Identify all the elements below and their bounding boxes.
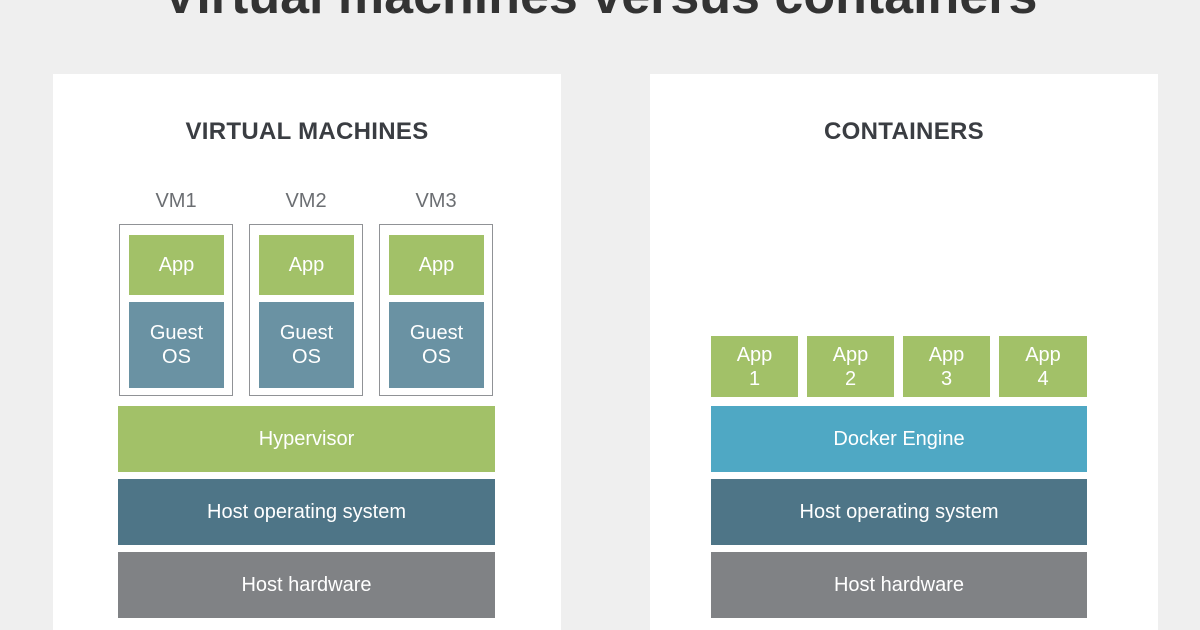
container-app-2-box: App 2: [807, 336, 894, 397]
container-host-hardware-layer: Host hardware: [711, 552, 1087, 618]
virtual-machines-heading: VIRTUAL MACHINES: [185, 118, 429, 145]
docker-engine-layer: Docker Engine: [711, 406, 1087, 472]
page-title: Virtual machines versus containers: [0, 0, 1200, 26]
vm2-app-box: App: [259, 235, 354, 295]
vm3-frame: [379, 224, 493, 396]
vm3-app-box: App: [389, 235, 484, 295]
vm1-app-box: App: [129, 235, 224, 295]
vm3-guest-os-box: Guest OS: [389, 302, 484, 388]
vm3-label: VM3: [415, 190, 457, 212]
vm1-label: VM1: [155, 190, 197, 212]
container-host-os-layer: Host operating system: [711, 479, 1087, 545]
containers-heading: CONTAINERS: [824, 118, 984, 145]
container-app-3-box: App 3: [903, 336, 990, 397]
vm2-frame: [249, 224, 363, 396]
vm2-guest-os-box: Guest OS: [259, 302, 354, 388]
container-app-1-box: App 1: [711, 336, 798, 397]
vm-host-os-layer: Host operating system: [118, 479, 495, 545]
vm-host-hardware-layer: Host hardware: [118, 552, 495, 618]
container-app-4-box: App 4: [999, 336, 1087, 397]
hypervisor-layer: Hypervisor: [118, 406, 495, 472]
vm2-label: VM2: [285, 190, 327, 212]
vm1-frame: [119, 224, 233, 396]
virtual-machines-panel: VIRTUAL MACHINES VM1 VM2 VM3 App App App…: [53, 74, 561, 630]
vm1-guest-os-box: Guest OS: [129, 302, 224, 388]
containers-panel: CONTAINERS App 1 App 2 App 3 App 4 Docke…: [650, 74, 1158, 630]
